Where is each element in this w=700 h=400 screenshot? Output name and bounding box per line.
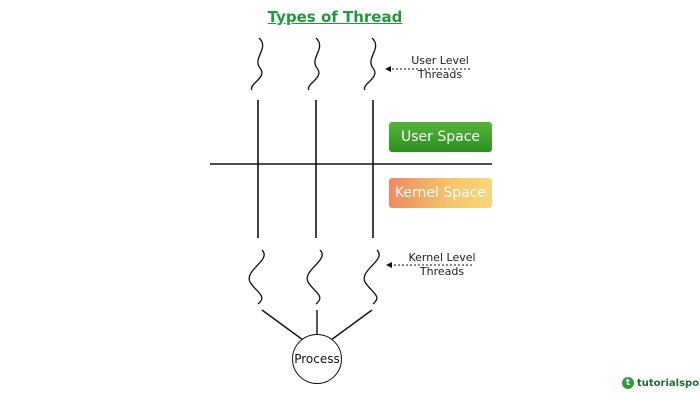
kernel-level-threads-label: Kernel Level Threads [402,251,482,279]
kernel-level-threads-line-2: Threads [419,265,465,278]
kernel-thread-squiggle-3 [363,249,380,305]
user-space-box: User Space [389,122,492,152]
user-level-threads-label: User Level Threads [402,54,478,82]
process-node: Process [292,334,342,384]
logo-icon: t [622,377,634,389]
kernel-level-threads-line-1: Kernel Level [408,251,476,264]
user-thread-squiggle-1 [250,37,264,91]
user-thread-squiggle-2 [307,37,321,91]
user-level-threads-line-2: Threads [417,68,463,81]
process-connector-1 [261,309,304,341]
kernel-space-box: Kernel Space [389,178,492,208]
process-connector-3 [330,309,373,341]
tutorialspoint-logo: t tutorialspoint [622,377,700,389]
diagram-title: Types of Thread [267,8,403,26]
kernel-thread-squiggle-1 [248,249,265,305]
user-thread-squiggle-3 [363,37,377,91]
user-level-threads-line-1: User Level [411,54,469,67]
kernel-thread-squiggle-2 [306,249,323,305]
logo-text: tutorialspoint [637,377,700,389]
